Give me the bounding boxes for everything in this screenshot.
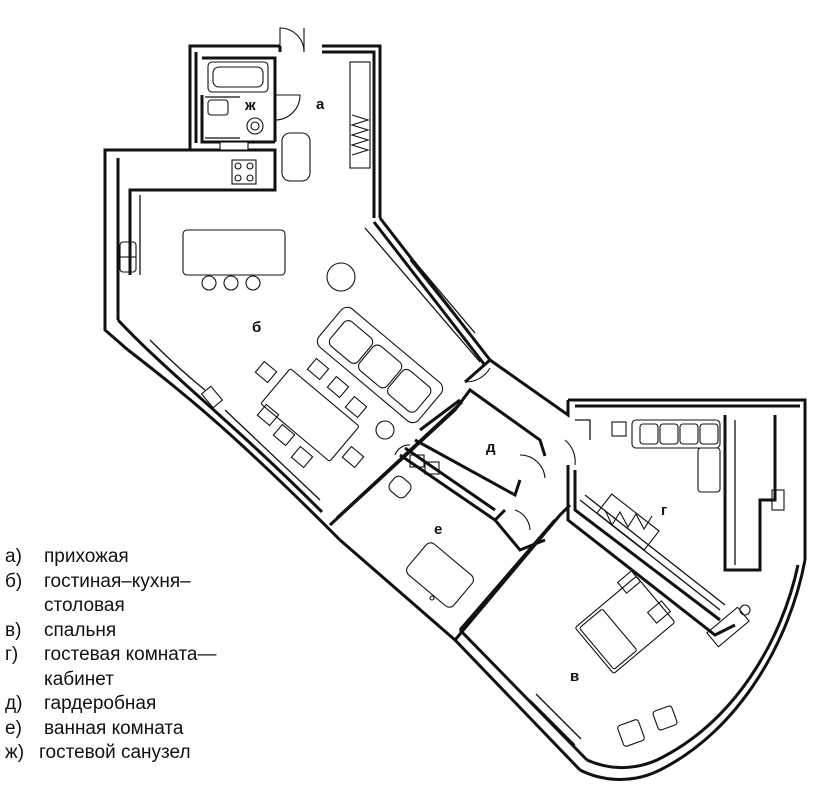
legend-item-g: г) гостевая комната— [5,643,217,668]
legend-key: б) [5,570,23,592]
legend-text: гостевая комната— [44,644,217,665]
hall-seat [281,132,311,182]
legend-key: ж) [5,742,25,763]
legend-item-d: д) гардеробная [5,692,217,717]
legend-text: столовая [44,595,125,616]
sink-wc [207,99,229,116]
windows [149,227,726,746]
legend-text: гостиная–кухня– [44,570,191,592]
legend-key: а) [5,546,22,567]
room-label-e: е [434,521,442,538]
dining-table [261,368,359,462]
legend-text: прихожая [44,546,129,567]
kitchen-island [182,229,286,276]
legend-item-b: б) гостиная–кухня– [5,570,217,595]
entry-wardrobe [349,61,371,169]
room-label-v: в [570,668,579,685]
room-label-zh: ж [244,97,256,114]
legend-key: в) [5,619,22,641]
room-label-b: б [252,319,261,336]
inner-walls [128,56,777,641]
stove [231,159,257,185]
legend-key: д) [5,693,23,714]
doors [274,27,576,531]
legend-item-e: е) ванная комната [5,717,217,742]
legend-key: г) [5,644,19,665]
legend-item-a: а) прихожая [5,545,217,570]
legend-item-v: в) спальня [5,619,217,644]
legend-text: гардеробная [44,693,157,714]
legend-text: ванная комната [44,717,184,739]
room-label-a: а [316,96,325,113]
sofa-guest [631,419,721,449]
legend-text: гостевой санузел [39,742,191,763]
bathtub-wc [207,61,269,93]
room-labels: а б в г д е ж [244,96,667,685]
bed [575,576,675,674]
legend-item-g-cont: кабинет [5,668,217,693]
furniture [119,61,785,747]
sofa-living [316,306,444,424]
legend-text: кабинет [44,668,114,690]
bathtub [406,542,474,608]
legend-item-zh: ж) гостевой санузел [5,741,217,766]
room-label-d: д [486,439,496,456]
legend-text: спальня [44,619,117,641]
room-label-g: г [661,502,667,519]
wardrobe-bedroom [596,493,660,551]
legend-item-b-cont: столовая [5,594,217,619]
legend-key: е) [5,717,22,739]
room-legend: а) прихожая б) гостиная–кухня– столовая … [5,545,217,766]
round-table [326,262,356,292]
toilet-wc [246,117,264,135]
